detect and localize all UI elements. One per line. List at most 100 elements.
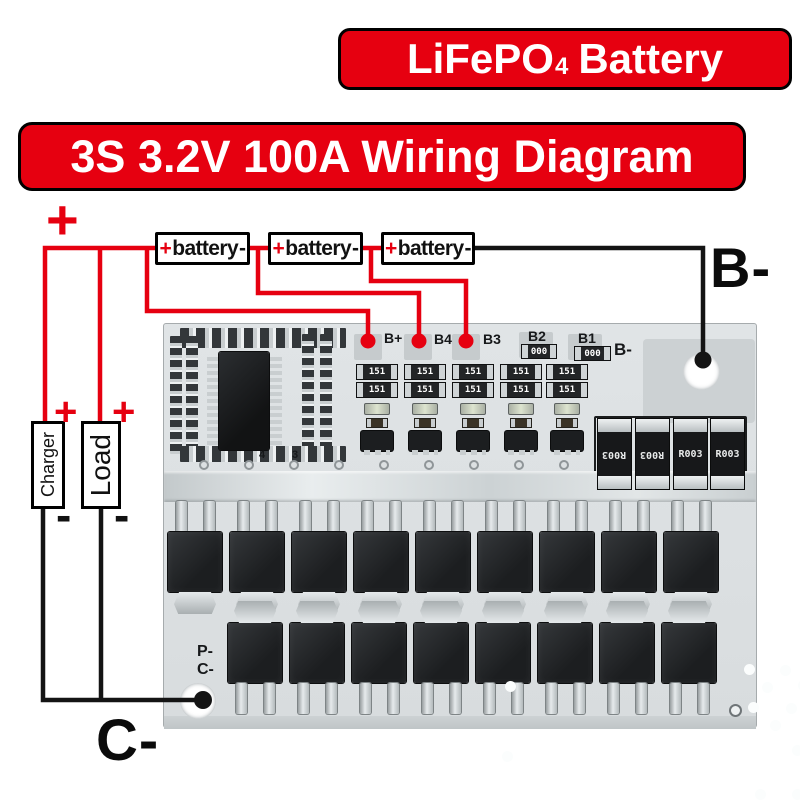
shunt-resistor: R003 — [636, 419, 669, 489]
pad-label-b-plus: B+ — [384, 330, 403, 346]
pad-label-b2: B2 — [528, 328, 546, 344]
charger-plus-symbol: + — [54, 390, 78, 434]
board-edge-strip — [164, 716, 756, 729]
b-plus-sense-wire — [144, 248, 371, 338]
pad-label-b4: B4 — [434, 331, 452, 347]
through-hole — [559, 460, 569, 470]
status-led — [554, 403, 580, 415]
silk-p-minus: P- — [197, 643, 213, 660]
b3-solder-dot — [458, 333, 474, 349]
load-plus-symbol: + — [112, 390, 136, 434]
sot23-transistor — [361, 431, 393, 455]
cell-minus: - — [464, 236, 472, 260]
balance-resistor: 151 — [500, 382, 542, 398]
cell-plus: + — [385, 236, 397, 260]
through-hole — [199, 460, 209, 470]
sot23-transistor — [551, 431, 583, 455]
mosfet — [662, 601, 716, 714]
b4-sense-wire — [255, 248, 422, 338]
smd-column — [186, 336, 198, 454]
sot23-transistor — [457, 431, 489, 455]
balance-resistor: 151 — [546, 364, 588, 380]
load-minus-symbol: - — [114, 489, 130, 541]
balance-resistor: 151 — [356, 364, 398, 380]
gate-resistor — [510, 418, 532, 428]
pad-label-b3: B3 — [483, 331, 501, 347]
through-hole — [514, 460, 524, 470]
bms-ic-chip — [219, 352, 269, 450]
load-box: Load — [81, 421, 121, 509]
mosfet — [290, 601, 344, 714]
silk-number: 3 — [292, 449, 299, 461]
c-minus-solder-dot — [194, 691, 212, 709]
cell-plus: + — [159, 236, 172, 260]
product-name-suffix: Battery — [578, 35, 724, 82]
charger-minus-symbol: - — [56, 489, 72, 541]
mount-hole — [729, 704, 742, 717]
through-hole — [334, 460, 344, 470]
charger-box: Charger — [31, 421, 65, 509]
b3-sense-wire — [368, 248, 469, 338]
subtitle-banner: 3S 3.2V 100A Wiring Diagram — [18, 122, 746, 191]
charger-negative-wire — [40, 508, 203, 703]
through-hole — [424, 460, 434, 470]
smd-column — [302, 334, 314, 452]
shunt-resistor: R003 — [711, 419, 744, 489]
mosfet — [416, 501, 470, 614]
through-hole — [289, 460, 299, 470]
mosfet — [354, 501, 408, 614]
charger-label: Charger — [37, 432, 58, 498]
battery-cell-1: +battery- — [155, 232, 250, 265]
sense-resistor-b1: 000 — [574, 346, 611, 361]
cell-label: battery — [397, 236, 464, 260]
shunt-resistor: R003 — [674, 419, 707, 489]
cell-minus: - — [352, 236, 359, 260]
sense-resistor-b2: 000 — [521, 344, 557, 359]
pack-positive-symbol: + — [46, 188, 79, 251]
mosfet — [352, 601, 406, 714]
c-minus-terminal-label: C- — [96, 708, 160, 773]
sot23-transistor — [409, 431, 441, 455]
cell-plus: + — [272, 236, 285, 260]
silk-number: 4 — [259, 449, 266, 461]
ic-pins-left — [207, 357, 220, 445]
balance-resistor: 151 — [452, 364, 494, 380]
through-hole — [244, 460, 254, 470]
b-minus-terminal-label: B- — [710, 236, 772, 299]
through-hole — [379, 460, 389, 470]
b-minus-solder-dot — [694, 351, 712, 369]
status-led — [412, 403, 438, 415]
silk-b-minus: B- — [614, 340, 632, 359]
mosfet — [168, 501, 222, 614]
pad-label-b1: B1 — [578, 330, 596, 346]
silk-c-minus: C- — [197, 661, 214, 678]
load-label: Load — [85, 433, 116, 497]
gate-resistor — [366, 418, 388, 428]
subtitle-text: 3S 3.2V 100A Wiring Diagram — [70, 130, 694, 182]
b-minus-wire — [475, 245, 706, 356]
mosfet — [538, 601, 592, 714]
battery-cell-2: +battery- — [268, 232, 363, 265]
status-led — [508, 403, 534, 415]
cell-label: battery — [172, 236, 239, 260]
mosfet — [228, 601, 282, 714]
balance-resistor: 151 — [500, 364, 542, 380]
gate-resistor — [414, 418, 436, 428]
product-name-subscript: 4 — [554, 53, 569, 80]
balance-resistor: 151 — [546, 382, 588, 398]
balance-resistor: 151 — [356, 382, 398, 398]
smd-column — [170, 336, 182, 454]
b4-solder-dot — [411, 333, 427, 349]
sot23-transistor — [505, 431, 537, 455]
product-name: LiFePO — [406, 35, 554, 82]
cell-minus: - — [239, 236, 246, 260]
balance-resistor: 151 — [404, 364, 446, 380]
